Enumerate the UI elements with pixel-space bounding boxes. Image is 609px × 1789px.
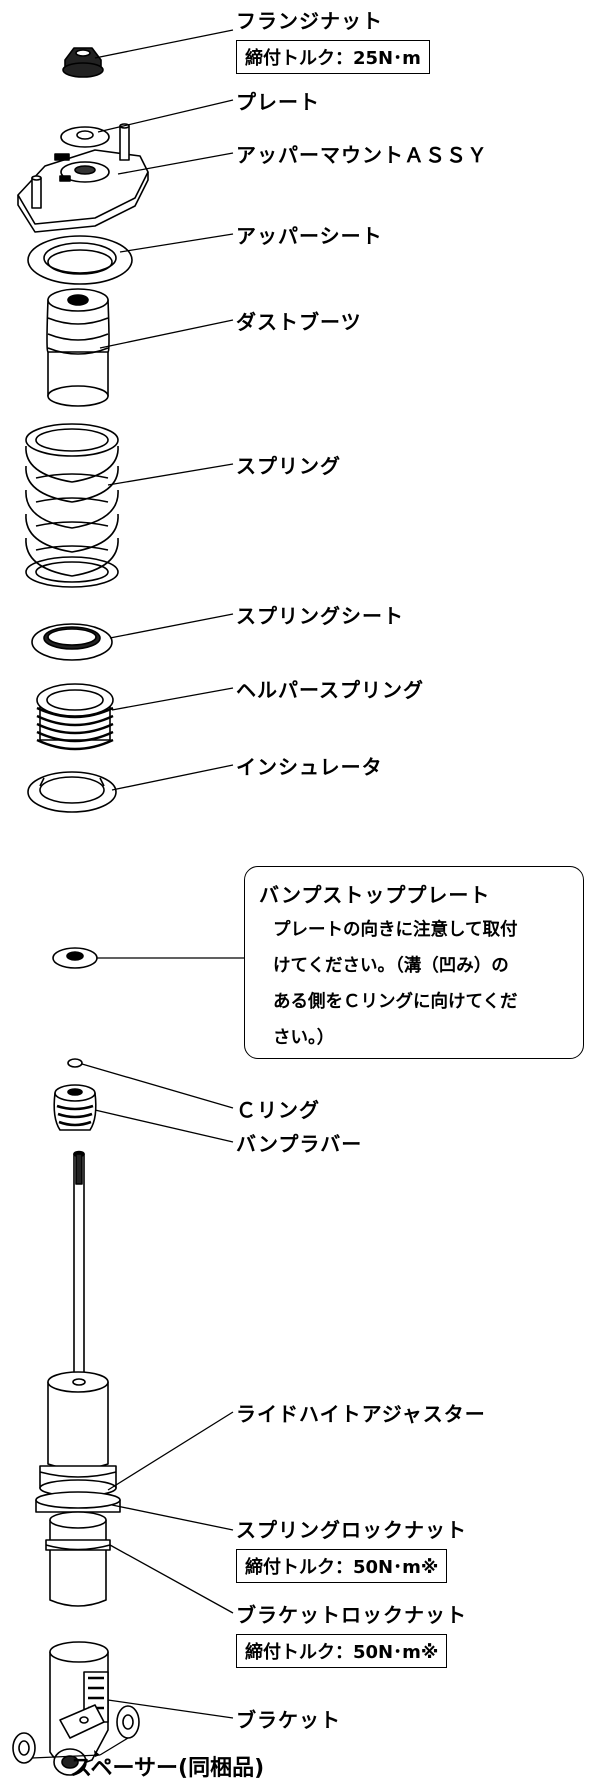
label-helper-spring: ヘルパースプリング	[236, 678, 424, 702]
torque-spring-lock-nut: 締付トルク：50N･m※	[236, 1549, 448, 1583]
spacer-arrow-head	[94, 1750, 100, 1757]
leader-lines	[31, 29, 244, 1759]
leader-bracket-lock-nut	[109, 1544, 234, 1614]
shock-absorber-drawing	[35, 1150, 121, 1607]
leader-insulator	[111, 764, 234, 791]
leader-spring-lock-nut	[111, 1504, 234, 1531]
bump-stop-plate-note: バンプストッププレート プレートの向きに注意して取付 けてください。（溝（凹み）…	[244, 866, 584, 1059]
leader-dust-boot	[99, 319, 234, 349]
bracket-drawing	[49, 1641, 109, 1776]
label-ride-height-adjuster: ライドハイトアジャスター	[236, 1402, 486, 1426]
note-body: プレートの向きに注意して取付 けてください。（溝（凹み）の ある側をＣリングに向…	[273, 912, 569, 1056]
label-upper-seat: アッパーシート	[236, 224, 383, 248]
leader-spacer-right	[99, 1737, 129, 1756]
label-insulator: インシュレータ	[236, 755, 383, 779]
leader-ride-height-adjuster	[107, 1411, 234, 1491]
label-plate: プレート	[236, 90, 320, 114]
c-ring-drawing	[67, 1058, 83, 1068]
leader-bracket	[107, 1699, 234, 1719]
leader-flange-nut	[94, 29, 234, 59]
plate-drawing	[60, 126, 110, 148]
leader-spring-seat	[109, 613, 234, 639]
dust-boot-drawing	[46, 288, 110, 407]
flange-nut-drawing	[62, 47, 104, 78]
note-line: ある側をＣリングに向けてくだ	[273, 992, 518, 1012]
bump-stop-plate-drawing	[52, 947, 98, 969]
upper-mount-drawing	[17, 123, 149, 233]
note-line: けてください。（溝（凹み）の	[273, 956, 509, 976]
label-bump-rubber: バンプラバー	[236, 1132, 363, 1156]
label-bracket-lock-nut: ブラケットロックナット	[236, 1603, 467, 1627]
label-upper-mount: アッパーマウントＡＳＳＹ	[236, 143, 488, 167]
leader-spring	[107, 463, 234, 486]
note-title: バンプストッププレート	[259, 883, 491, 907]
label-c-ring: Ｃリング	[236, 1098, 320, 1122]
leader-bump-rubber	[94, 1109, 234, 1143]
note-line: さい。）	[273, 1028, 335, 1048]
upper-seat-drawing	[27, 235, 133, 285]
label-flange-nut: フランジナット	[236, 9, 383, 33]
label-bracket: ブラケット	[236, 1708, 341, 1732]
leader-plate	[97, 99, 234, 133]
torque-flange-nut: 締付トルク：25N･m	[236, 40, 430, 74]
label-dust-boot: ダストブーツ	[236, 310, 362, 334]
spacer-left-drawing	[12, 1732, 36, 1764]
spring-drawing	[25, 423, 119, 588]
leader-upper-seat	[119, 233, 234, 253]
label-spring-lock-nut: スプリングロックナット	[236, 1518, 467, 1542]
label-spring-seat: スプリングシート	[236, 604, 404, 628]
leader-spacer-left	[31, 1754, 101, 1759]
insulator-drawing	[27, 771, 117, 813]
bump-rubber-drawing	[53, 1084, 97, 1131]
leader-c-ring	[81, 1063, 234, 1109]
spacer-right-drawing	[116, 1705, 140, 1739]
spring-seat-drawing	[31, 623, 113, 661]
leader-upper-mount	[117, 152, 234, 175]
leader-helper-spring	[111, 687, 234, 711]
helper-spring-drawing	[36, 683, 114, 751]
torque-bracket-lock-nut: 締付トルク：50N･m※	[236, 1634, 448, 1668]
label-spring: スプリング	[236, 454, 341, 478]
label-spacer: スペーサー(同梱品)	[70, 1756, 265, 1781]
note-line: プレートの向きに注意して取付	[273, 920, 518, 940]
